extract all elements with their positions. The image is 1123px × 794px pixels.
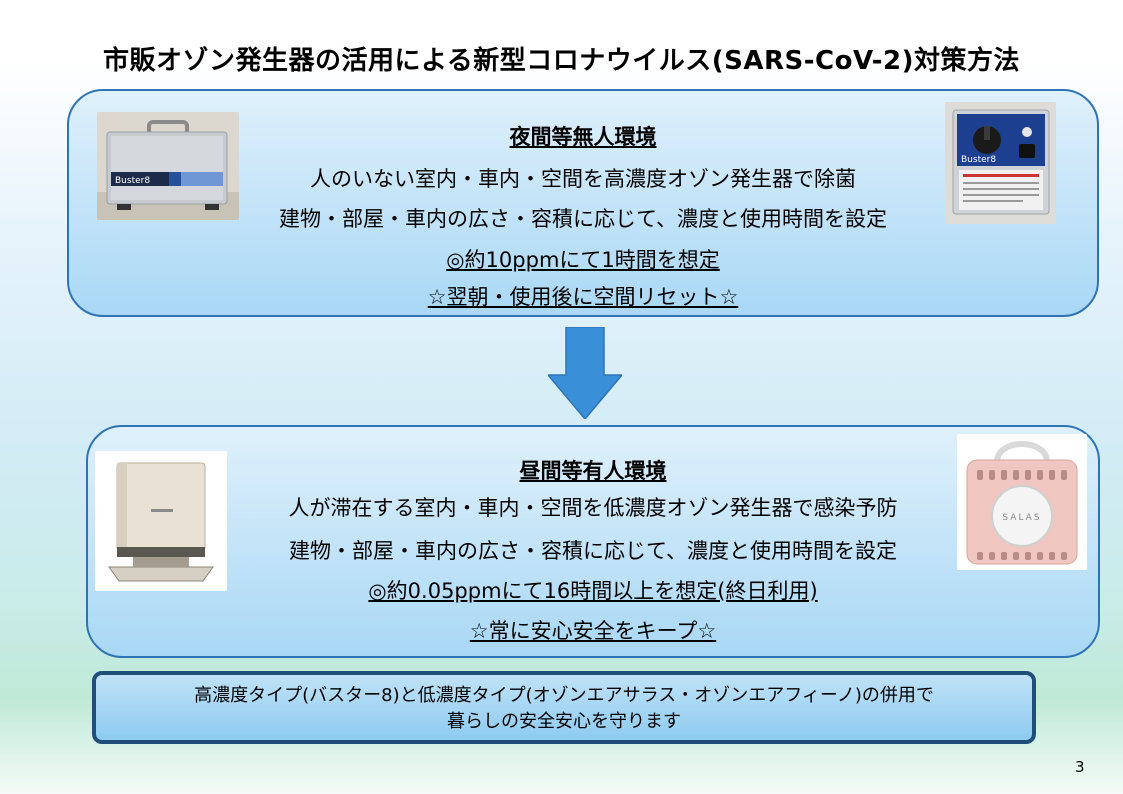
ozone-generator-photo-left: Buster8 bbox=[97, 112, 239, 220]
night-heading: 夜間等無人環境 bbox=[509, 125, 657, 149]
summary-note: 高濃度タイプ(バスター8)と低濃度タイプ(オゾンエアサラス・オゾンエアフィーノ)… bbox=[92, 671, 1036, 744]
day-panel: 昼間等有人環境 人が滞在する室内・車内・空間を低濃度オゾン発生器で感染予防 建物… bbox=[86, 425, 1100, 658]
salas-device-photo: SALAS bbox=[957, 434, 1087, 570]
summary-note-line-2: 暮らしの安全安心を守ります bbox=[447, 711, 681, 732]
salas-label: SALAS bbox=[1002, 513, 1041, 523]
night-panel: 夜間等無人環境 人のいない室内・車内・空間を高濃度オゾン発生器で除菌 建物・部屋… bbox=[67, 89, 1099, 317]
night-line-2: 建物・部屋・車内の広さ・容積に応じて、濃度と使用時間を設定 bbox=[279, 207, 887, 231]
night-line-1: 人のいない室内・車内・空間を高濃度オゾン発生器で除菌 bbox=[310, 167, 856, 191]
low-ozone-device-photo-left bbox=[95, 451, 227, 591]
day-line-4: ☆常に安心安全をキープ☆ bbox=[469, 619, 717, 643]
summary-note-line-1: 高濃度タイプ(バスター8)と低濃度タイプ(オゾンエアサラス・オゾンエアフィーノ)… bbox=[194, 685, 934, 706]
buster-label-right: Buster8 bbox=[961, 155, 996, 165]
buster-label-left: Buster8 bbox=[115, 176, 150, 186]
night-line-4: ☆翌朝・使用後に空間リセット☆ bbox=[427, 285, 739, 309]
day-line-1: 人が滞在する室内・車内・空間を低濃度オゾン発生器で感染予防 bbox=[288, 496, 898, 520]
day-line-2: 建物・部屋・車内の広さ・容積に応じて、濃度と使用時間を設定 bbox=[289, 539, 897, 563]
page-number: 3 bbox=[1075, 758, 1085, 776]
day-line-3: ◎約0.05ppmにて16時間以上を想定(終日利用) bbox=[368, 579, 818, 603]
night-line-3: ◎約10ppmにて1時間を想定 bbox=[446, 248, 720, 272]
page-title: 市販オゾン発生器の活用による新型コロナウイルス(SARS-CoV-2)対策方法 bbox=[103, 46, 1020, 76]
day-heading: 昼間等有人環境 bbox=[519, 459, 667, 483]
ozone-generator-photo-right: Buster8 bbox=[945, 102, 1056, 224]
down-arrow-icon bbox=[548, 327, 622, 419]
